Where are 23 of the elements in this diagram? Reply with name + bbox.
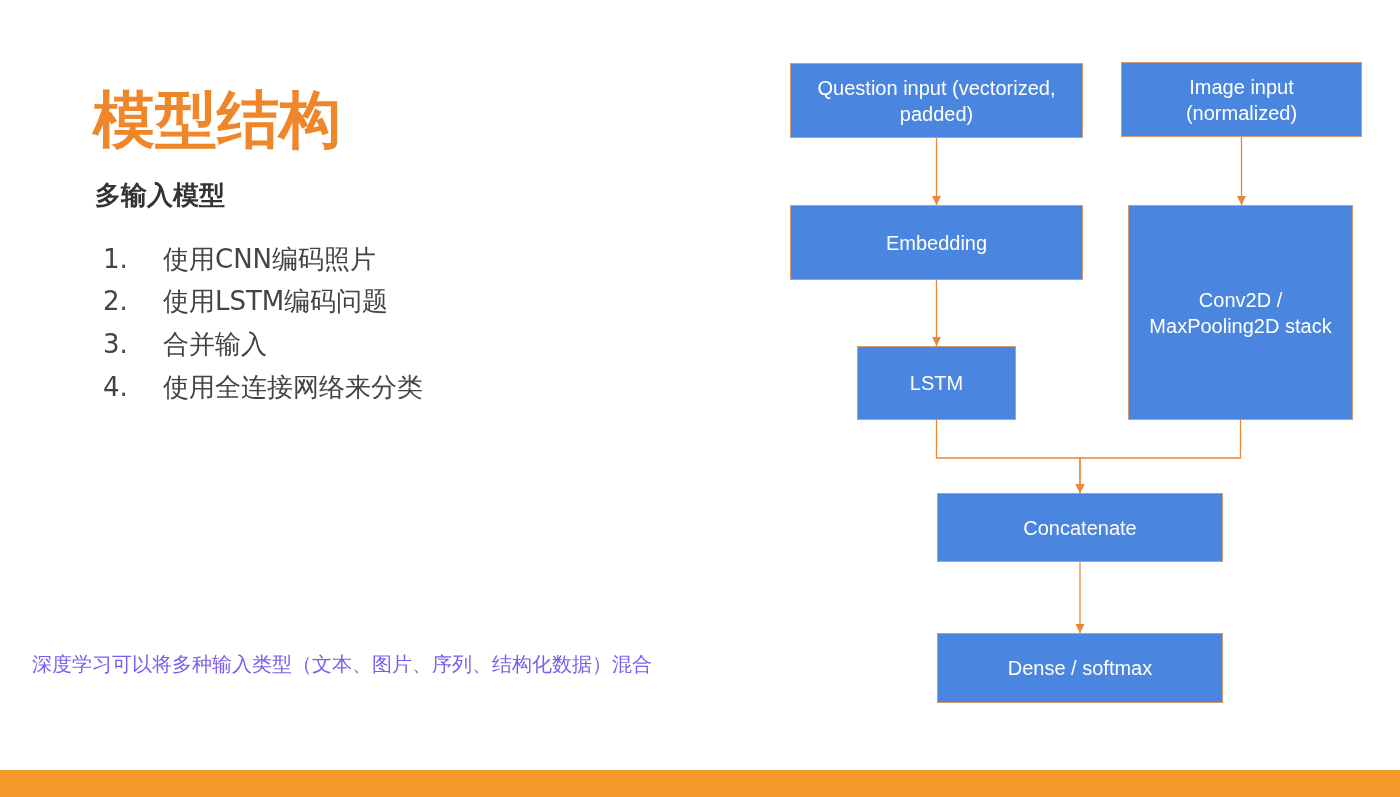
arrow [1075, 419, 1242, 494]
layer-box: LSTM [857, 346, 1016, 420]
arrow [1075, 561, 1085, 634]
arrow [931, 279, 942, 347]
list-number: 2. [103, 285, 128, 318]
subtitle: 多输入模型 [95, 179, 225, 212]
layer-box: Conv2D / MaxPooling2D stack [1128, 205, 1353, 420]
arrow [1236, 136, 1247, 206]
layer-box: Dense / softmax [937, 633, 1223, 703]
list-number: 4. [103, 371, 128, 404]
layer-box: Question input (vectorized, padded) [790, 63, 1083, 138]
layer-box: Concatenate [937, 493, 1223, 562]
list-number: 3. [103, 328, 128, 361]
note-text: 深度学习可以将多种输入类型（文本、图片、序列、结构化数据）混合 [32, 651, 652, 678]
layer-box: Image input (normalized) [1121, 62, 1362, 137]
list-number: 1. [103, 243, 128, 276]
slide-title: 模型结构 [93, 82, 341, 158]
arrow [931, 137, 942, 206]
list-item: 使用LSTM编码问题 [163, 285, 389, 318]
list-item: 使用全连接网络来分类 [163, 371, 423, 404]
list-item: 使用CNN编码照片 [163, 243, 377, 276]
layer-box: Embedding [790, 205, 1083, 280]
list-item: 合并输入 [163, 328, 267, 361]
